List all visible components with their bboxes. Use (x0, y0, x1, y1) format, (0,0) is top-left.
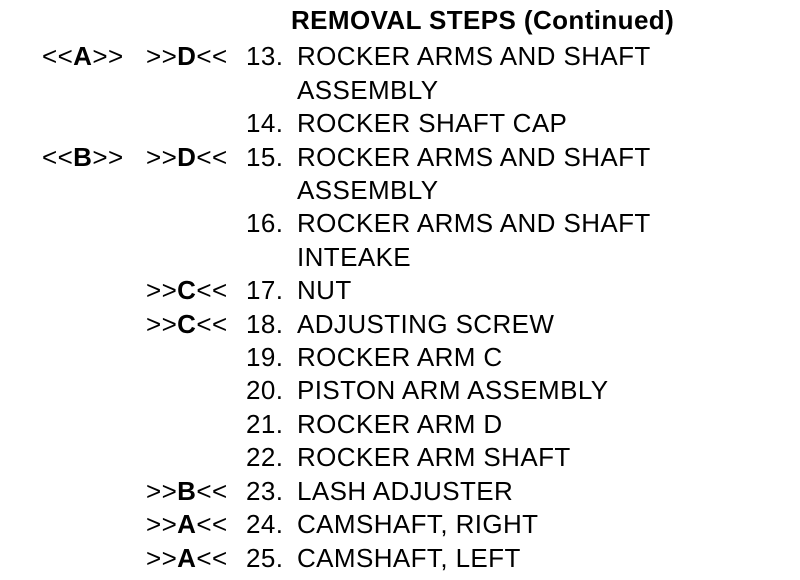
marker-brackets: << (196, 542, 228, 573)
step-number: 15. (246, 141, 284, 172)
marker-brackets: >> (146, 41, 178, 72)
marker-brackets: << (196, 509, 228, 540)
marker-letter: C (177, 308, 197, 339)
step-number: 13. (246, 41, 284, 72)
marker-letter: A (73, 41, 93, 72)
step-text-line: CAMSHAFT, LEFT (297, 542, 521, 573)
step-number: 16. (246, 208, 284, 239)
step-text-line: PISTON ARM ASSEMBLY (297, 375, 609, 406)
step-text-line: CAMSHAFT, RIGHT (297, 509, 539, 540)
marker-brackets: << (196, 141, 228, 172)
marker-brackets: << (196, 308, 228, 339)
marker-brackets: << (196, 41, 228, 72)
step-text-line: LASH ADJUSTER (297, 475, 514, 506)
step-text-line: ROCKER ARMS AND SHAFT (297, 41, 651, 72)
marker-brackets: >> (92, 41, 124, 72)
marker-brackets: << (196, 275, 228, 306)
step-text: ADJUSTING SCREW (297, 308, 800, 341)
step-text-line: ROCKER ARMS AND SHAFT (297, 208, 651, 239)
step-number: 25. (246, 542, 284, 573)
marker-letter: C (177, 275, 197, 306)
step-row: >>C<<17.NUT (0, 274, 800, 307)
callout-marker-right: >>A<< (146, 508, 246, 541)
marker-letter: A (177, 542, 197, 573)
step-row: 14. ROCKER SHAFT CAP (0, 107, 800, 140)
marker-brackets: << (42, 41, 74, 72)
marker-brackets: >> (146, 275, 178, 306)
step-row: >>C<<18.ADJUSTING SCREW (0, 308, 800, 341)
page-title: REMOVAL STEPS (Continued) (291, 5, 675, 35)
callout-marker-left: <<B>> (42, 141, 146, 174)
step-text: ROCKER ARM C (297, 341, 800, 374)
step-number: 17. (246, 275, 284, 306)
step-text-line: ROCKER ARM C (297, 342, 503, 373)
step-text: CAMSHAFT, RIGHT (297, 508, 800, 541)
step-text-line: ASSEMBLY (297, 74, 439, 105)
step-number: 20. (246, 375, 284, 406)
step-number: 23. (246, 475, 284, 506)
callout-marker-right: >>D<< (146, 141, 246, 174)
step-row: >>A<<24.CAMSHAFT, RIGHT (0, 508, 800, 541)
step-number: 24. (246, 509, 284, 540)
step-text: CAMSHAFT, LEFT (297, 542, 800, 575)
step-row: 21. ROCKER ARM D (0, 408, 800, 441)
step-text-line: NUT (297, 275, 352, 306)
callout-marker-left: <<A>> (42, 40, 146, 73)
step-row: >>A<<25.CAMSHAFT, LEFT (0, 542, 800, 575)
callout-marker-right: >>B<< (146, 475, 246, 508)
marker-brackets: >> (146, 542, 178, 573)
step-number: 22. (246, 442, 284, 473)
marker-brackets: << (42, 141, 74, 172)
callout-marker-right: >>A<< (146, 542, 246, 575)
step-text: PISTON ARM ASSEMBLY (297, 374, 800, 407)
step-row: 20. PISTON ARM ASSEMBLY (0, 374, 800, 407)
step-text-line: ROCKER ARM SHAFT (297, 442, 571, 473)
step-row: >>B<<23.LASH ADJUSTER (0, 475, 800, 508)
marker-brackets: >> (92, 141, 124, 172)
step-text-line: ADJUSTING SCREW (297, 308, 555, 339)
callout-marker-right: >>C<< (146, 308, 246, 341)
step-row: 19. ROCKER ARM C (0, 341, 800, 374)
callout-marker-right: >>D<< (146, 40, 246, 73)
step-number: 21. (246, 408, 284, 439)
marker-letter: A (177, 509, 197, 540)
marker-brackets: >> (146, 475, 178, 506)
marker-brackets: << (196, 475, 228, 506)
step-text-line: ROCKER SHAFT CAP (297, 108, 568, 139)
step-text-line: ROCKER ARMS AND SHAFT (297, 141, 651, 172)
step-number: 18. (246, 308, 284, 339)
marker-brackets: >> (146, 141, 178, 172)
step-number: 14. (246, 108, 284, 139)
step-text: NUT (297, 274, 800, 307)
step-text-line: ASSEMBLY (297, 175, 439, 206)
step-text-line: ROCKER ARM D (297, 408, 503, 439)
step-text: ROCKER SHAFT CAP (297, 107, 800, 140)
step-row: 22. ROCKER ARM SHAFT (0, 441, 800, 474)
step-text: ROCKER ARM D (297, 408, 800, 441)
step-text-line: INTEAKE (297, 241, 412, 272)
step-text: LASH ADJUSTER (297, 475, 800, 508)
marker-letter: D (177, 141, 197, 172)
marker-letter: D (177, 41, 197, 72)
callout-marker-right: >>C<< (146, 274, 246, 307)
marker-brackets: >> (146, 308, 178, 339)
marker-letter: B (177, 475, 197, 506)
step-text: ROCKER ARM SHAFT (297, 441, 800, 474)
marker-letter: B (73, 141, 93, 172)
step-number: 19. (246, 342, 284, 373)
marker-brackets: >> (146, 509, 178, 540)
